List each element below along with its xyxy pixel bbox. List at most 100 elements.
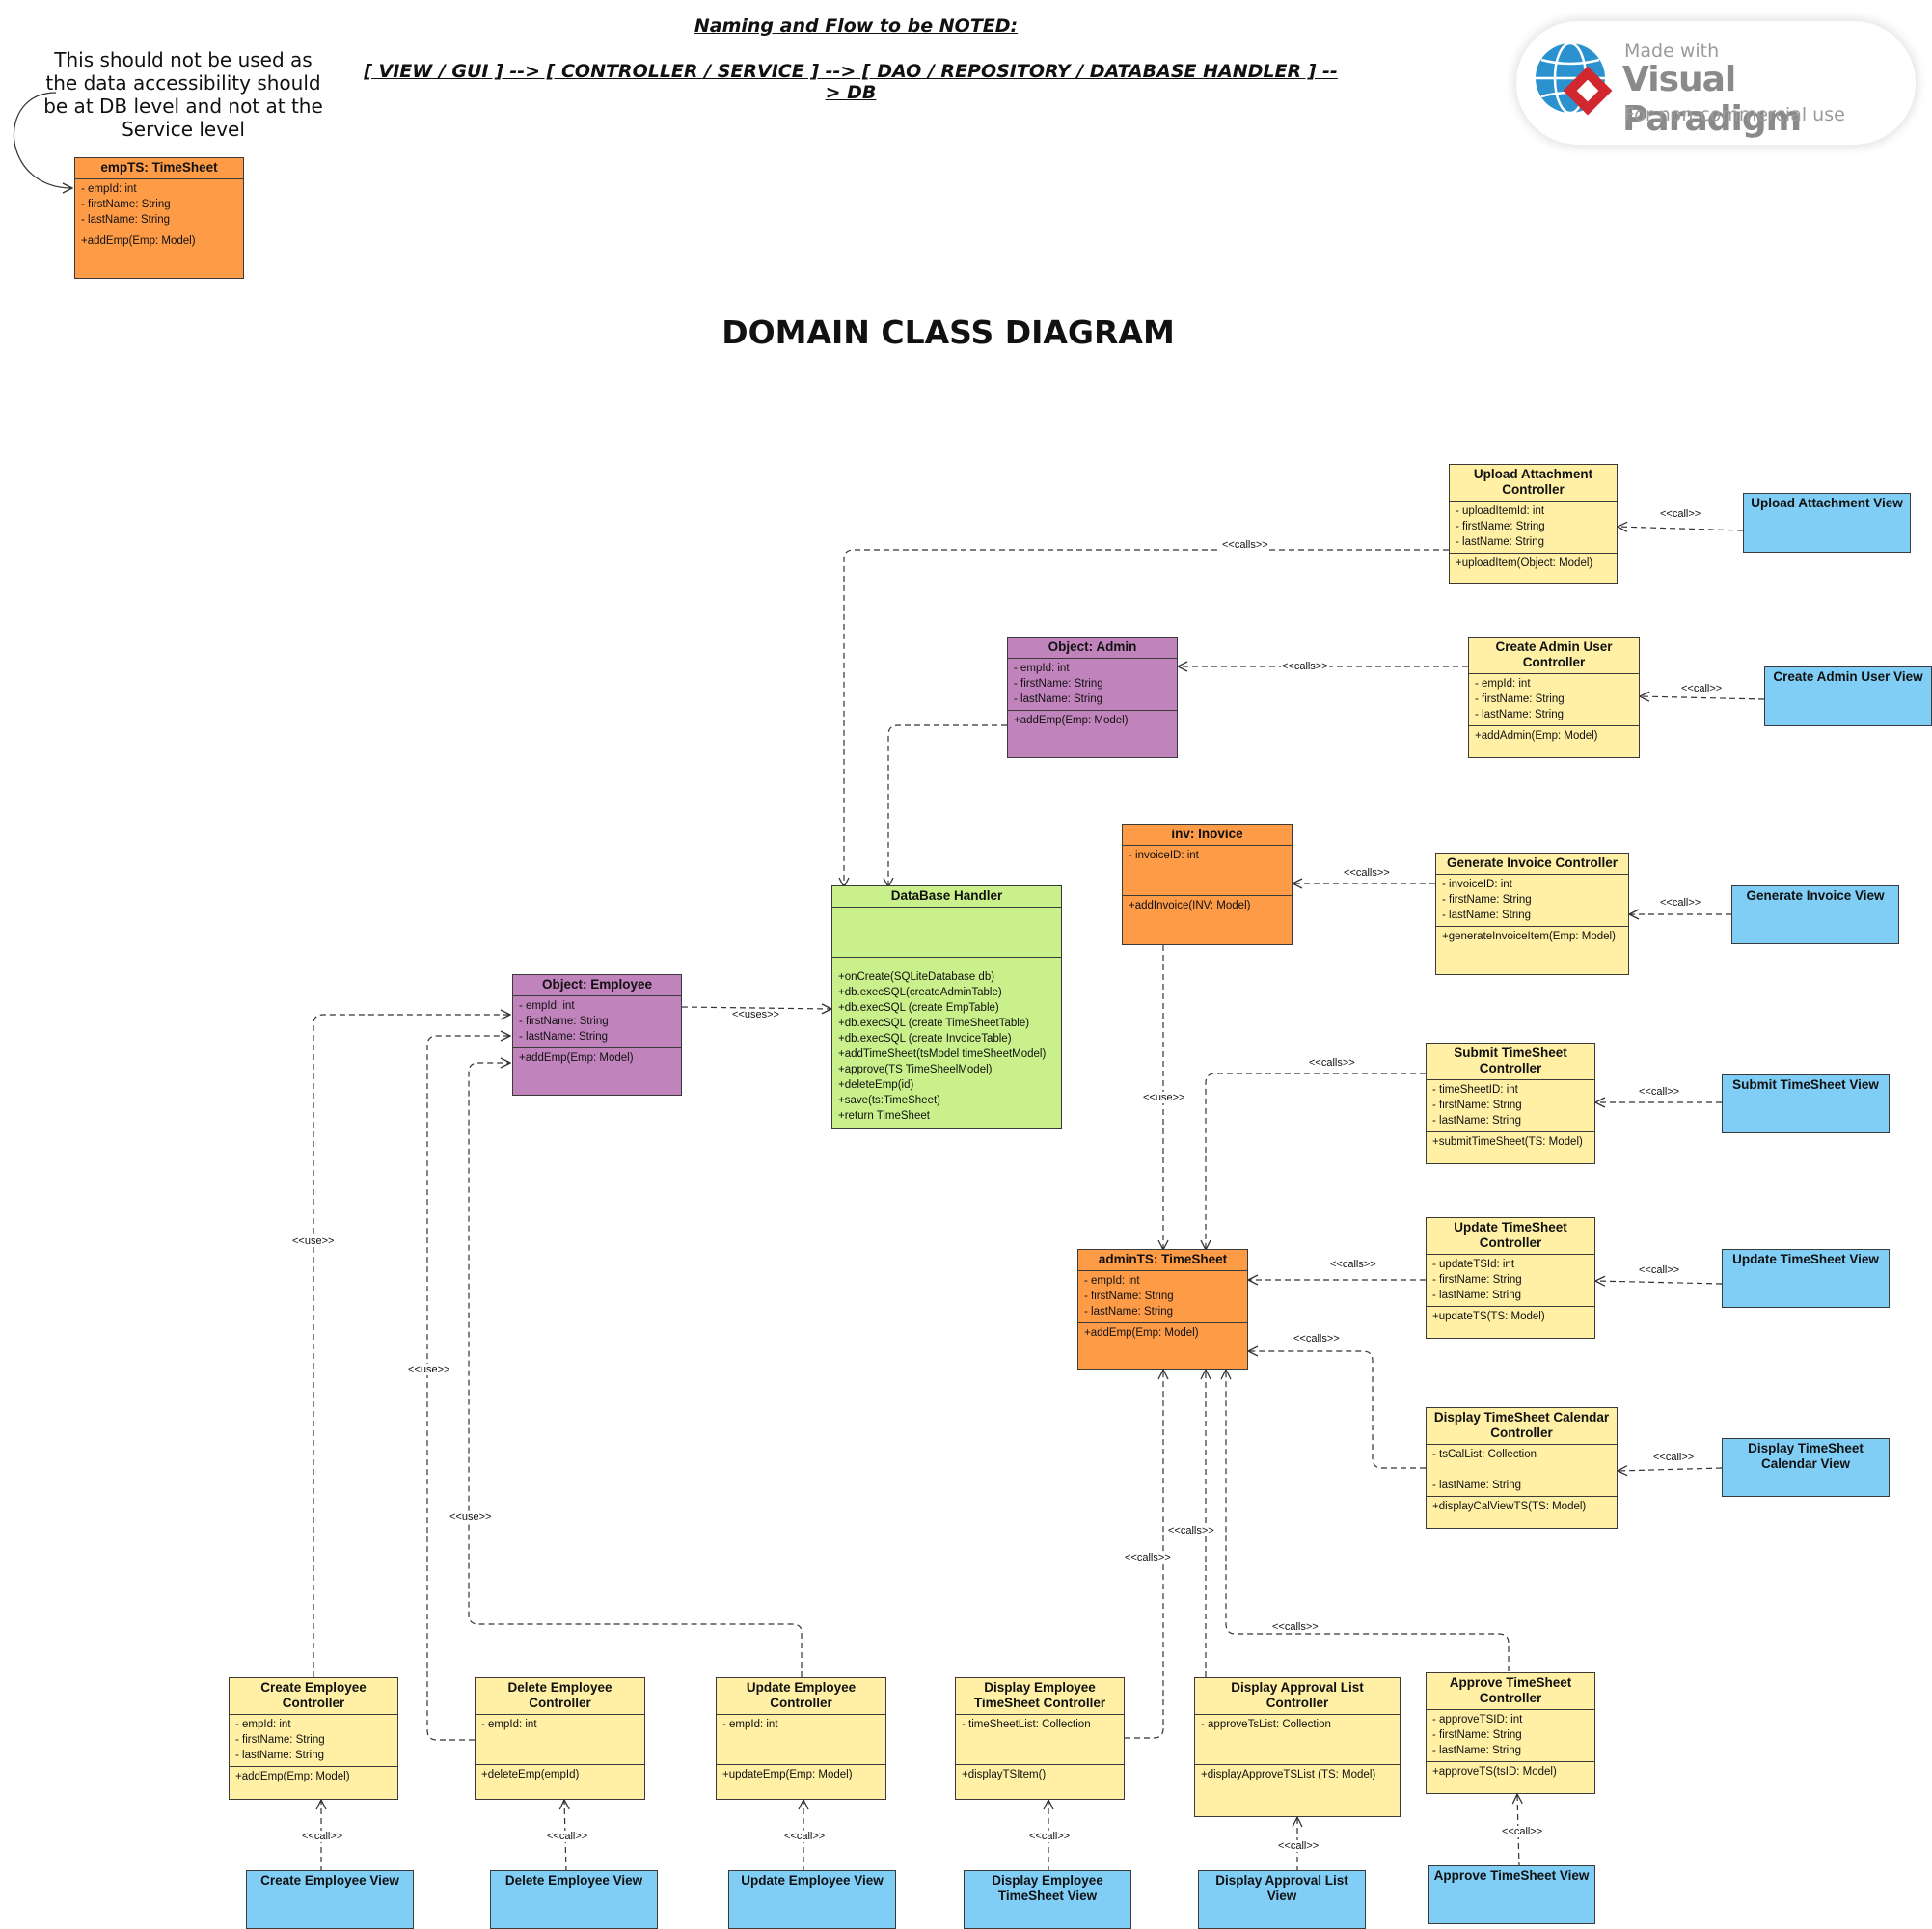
operation: +addAdmin(Emp: Model) [1475, 730, 1598, 742]
class-approve-timesheet-controller[interactable]: Approve TimeSheet Controller - approveTS… [1426, 1672, 1595, 1794]
attribute: - empId: int [481, 1719, 537, 1730]
class-create-admin-user-controller[interactable]: Create Admin User Controller - empId: in… [1468, 637, 1640, 758]
class-title: Object: Admin [1008, 638, 1177, 659]
note-text: This should not be used as the data acce… [43, 48, 323, 141]
class-title: Create Admin User Controller [1469, 638, 1639, 674]
operation: +onCreate(SQLiteDatabase db) [838, 971, 995, 983]
operation: +addInvoice(INV: Model) [1129, 900, 1251, 911]
class-object-employee[interactable]: Object: Employee - empId: int - firstNam… [512, 974, 682, 1096]
attribute: - firstName: String [519, 1016, 609, 1027]
operation: +approveTS(tsID: Model) [1432, 1766, 1557, 1778]
edge-upload-ctrl-to-db [844, 549, 1449, 887]
operation: +addTimeSheet(tsModel timeSheetModel) [838, 1048, 1047, 1060]
attribute: - timeSheetID: int [1432, 1084, 1518, 1096]
attribute: - lastName: String [1475, 709, 1565, 720]
operation: +displayTSItem() [962, 1769, 1047, 1780]
view-create-employee[interactable]: Create Employee View [246, 1870, 414, 1929]
view-generate-invoice[interactable]: Generate Invoice View [1731, 885, 1899, 944]
operation: +approve(TS TimeSheelModel) [838, 1064, 993, 1075]
class-delete-employee-controller[interactable]: Delete Employee Controller - empId: int … [475, 1677, 645, 1800]
class-update-employee-controller[interactable]: Update Employee Controller - empId: int … [716, 1677, 886, 1800]
view-title: Display Employee TimeSheet View [992, 1873, 1103, 1903]
class-operations: +generateInvoiceItem(Emp: Model) [1436, 927, 1628, 946]
class-attributes: - uploadItemId: int - firstName: String … [1450, 502, 1617, 554]
edge-submit-ctrl-to-adminTS [1206, 1073, 1426, 1250]
operation: +addEmp(Emp: Model) [519, 1052, 634, 1064]
view-display-employee-timesheet[interactable]: Display Employee TimeSheet View [964, 1870, 1131, 1929]
attribute: - firstName: String [1084, 1291, 1174, 1302]
class-display-approval-list-controller[interactable]: Display Approval List Controller - appro… [1194, 1677, 1401, 1817]
view-create-admin-user[interactable]: Create Admin User View [1764, 666, 1932, 726]
edge-label-call: <<call>> [1028, 1831, 1072, 1842]
class-title: Upload Attachment Controller [1450, 465, 1617, 502]
attribute: - empId: int [1475, 678, 1531, 690]
view-display-timesheet-calendar[interactable]: Display TimeSheet Calendar View [1722, 1438, 1890, 1497]
edge-admin-view-to-ctrl [1640, 696, 1765, 699]
class-empts-timesheet[interactable]: empTS: TimeSheet - empId: int - firstNam… [74, 157, 244, 279]
attribute: - lastName: String [1432, 1480, 1522, 1491]
class-create-employee-controller[interactable]: Create Employee Controller - empId: int … [229, 1677, 398, 1800]
operation: +displayCalViewTS(TS: Model) [1432, 1501, 1587, 1512]
class-operations: +approveTS(tsID: Model) [1427, 1762, 1594, 1781]
edge-label-call: <<call>> [1638, 1264, 1681, 1276]
edge-label-use: <<use>> [449, 1511, 493, 1523]
operation: +submitTimeSheet(TS: Model) [1432, 1136, 1583, 1148]
class-attributes: - empId: int - firstName: String - lastN… [230, 1715, 397, 1767]
edge-label-call: <<call>> [1277, 1840, 1320, 1852]
view-title: Create Employee View [260, 1873, 399, 1888]
view-approve-timesheet[interactable]: Approve TimeSheet View [1428, 1865, 1595, 1924]
class-admints-timesheet[interactable]: adminTS: TimeSheet - empId: int - firstN… [1077, 1249, 1248, 1370]
class-title: Display Approval List Controller [1195, 1678, 1400, 1715]
operation: +addEmp(Emp: Model) [1084, 1327, 1199, 1339]
attribute: - empId: int [519, 1000, 575, 1012]
view-update-employee[interactable]: Update Employee View [728, 1870, 896, 1929]
view-title: Submit TimeSheet View [1732, 1077, 1879, 1092]
edge-label-call: <<call>> [783, 1831, 827, 1842]
class-operations: +updateEmp(Emp: Model) [717, 1765, 885, 1784]
edge-label-use: <<use>> [291, 1236, 336, 1247]
edge-update-emp-ctrl-to-employee [468, 1063, 803, 1677]
class-attributes: - timeSheetID: int - firstName: String -… [1427, 1080, 1594, 1132]
edge-label-call: <<call>> [1501, 1826, 1544, 1837]
class-title: Display Employee TimeSheet Controller [956, 1678, 1124, 1715]
edge-label-uses: <<uses>> [731, 1009, 780, 1020]
class-generate-invoice-controller[interactable]: Generate Invoice Controller - invoiceID:… [1435, 853, 1629, 975]
edge-label-calls: <<calls>> [1281, 661, 1329, 672]
attribute: - lastName: String [81, 214, 171, 226]
view-title: Generate Invoice View [1746, 888, 1885, 903]
naming-flow-heading: Naming and Flow to be NOTED: [694, 15, 1019, 37]
attribute: - lastName: String [1432, 1115, 1522, 1127]
view-title: Display TimeSheet Calendar View [1748, 1441, 1864, 1471]
edge-approve-view-to-ctrl [1517, 1794, 1519, 1869]
operation: +db.execSQL (create TimeSheetTable) [838, 1018, 1030, 1029]
edge-display-emp-ts-ctrl-to-adminTS [1125, 1370, 1163, 1739]
class-operations: +displayCalViewTS(TS: Model) [1427, 1497, 1617, 1516]
class-display-timesheet-calendar-controller[interactable]: Display TimeSheet Calendar Controller - … [1426, 1407, 1618, 1529]
edge-delete-emp-view-to-ctrl [564, 1800, 566, 1873]
view-submit-timesheet[interactable]: Submit TimeSheet View [1722, 1074, 1890, 1133]
view-upload-attachment[interactable]: Upload Attachment View [1743, 493, 1911, 553]
class-upload-attachment-controller[interactable]: Upload Attachment Controller - uploadIte… [1449, 464, 1618, 584]
edge-calendar-ctrl-to-adminTS [1248, 1351, 1426, 1469]
class-update-timesheet-controller[interactable]: Update TimeSheet Controller - updateTSId… [1426, 1217, 1595, 1339]
attribute: - empId: int [1084, 1275, 1140, 1287]
attribute: - firstName: String [235, 1734, 325, 1746]
class-submit-timesheet-controller[interactable]: Submit TimeSheet Controller - timeSheetI… [1426, 1043, 1595, 1164]
view-update-timesheet[interactable]: Update TimeSheet View [1722, 1249, 1890, 1308]
visual-paradigm-logo-icon [1536, 41, 1613, 116]
class-attributes: - empId: int - firstName: String - lastN… [1078, 1271, 1247, 1323]
class-database-handler[interactable]: DataBase Handler +onCreate(SQLiteDatabas… [831, 885, 1062, 1129]
attribute: - lastName: String [235, 1750, 325, 1761]
class-operations: +displayTSItem() [956, 1765, 1124, 1784]
operation: +displayApproveTSList (TS: Model) [1201, 1769, 1376, 1780]
view-delete-employee[interactable]: Delete Employee View [490, 1870, 658, 1929]
edge-update-ts-view-to-ctrl [1595, 1281, 1723, 1284]
attribute: - empId: int [235, 1719, 291, 1730]
class-object-admin[interactable]: Object: Admin - empId: int - firstName: … [1007, 637, 1178, 758]
view-display-approval-list[interactable]: Display Approval List View [1198, 1870, 1366, 1929]
class-title: Update Employee Controller [717, 1678, 885, 1715]
class-title: DataBase Handler [832, 886, 1061, 908]
class-invoice[interactable]: inv: Inovice - invoiceID: int +addInvoic… [1122, 824, 1293, 945]
operation: +addEmp(Emp: Model) [1014, 715, 1129, 726]
class-display-employee-timesheet-controller[interactable]: Display Employee TimeSheet Controller - … [955, 1677, 1125, 1800]
